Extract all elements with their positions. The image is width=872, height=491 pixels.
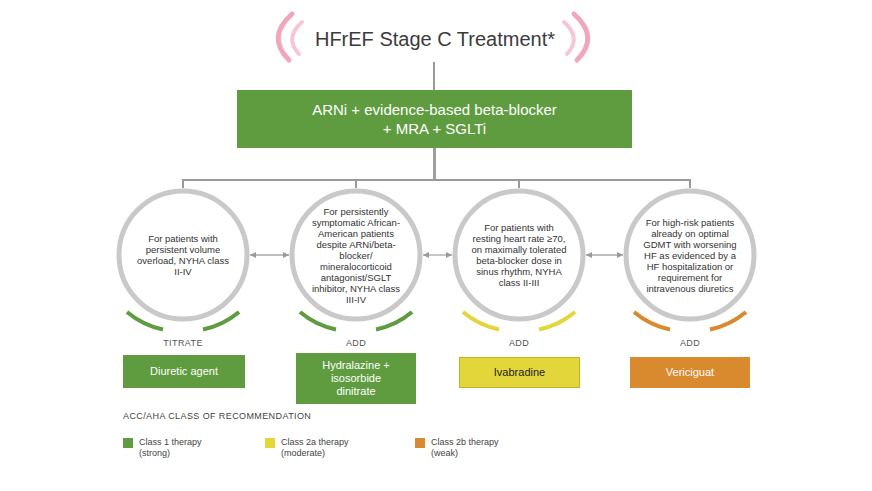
drug-box: Hydralazine + isosorbide dinitrate [296,353,416,404]
tree-connector [356,148,435,188]
node-text: For patients with resting heart rate ≥70… [470,222,568,288]
node-text: Hydralazine + isosorbide dinitrate [320,359,392,398]
tree-connector [435,148,520,188]
drug-box: Vericiguat [630,357,750,388]
circle-ring [119,191,247,319]
legend-swatch [265,438,275,448]
node-text: Ivabradine [465,366,575,379]
drug-box: Diuretic agent [123,355,245,388]
node-text-group: Hydralazine + isosorbide dinitrate [320,359,392,398]
tree-connector [435,148,691,188]
title-bracket [292,22,302,54]
circle-ring [292,191,420,319]
node-text-group: For persistently symptomatic African-Ame… [307,206,405,305]
legend-swatch [415,438,425,448]
node-text: For patients with persistent volume over… [135,233,231,277]
criteria-circle: For persistently symptomatic African-Ame… [289,188,423,322]
title-bracket [574,14,588,60]
action-label: TITRATE [163,338,203,349]
legend-text: Class 2a therapy (moderate) [281,437,363,459]
node-text-group: For high-risk patients already on optima… [640,217,740,294]
node-text-group: Diuretic agent [129,365,239,378]
action-label: ADD [346,338,366,349]
node-text: For persistently symptomatic African-Ame… [307,206,405,305]
legend-swatch [123,438,133,448]
node-text-group: For patients with resting heart rate ≥70… [470,222,568,288]
node-text-group: ARNi + evidence-based beta-blocker + MRA… [310,100,560,138]
node-text: Diuretic agent [129,365,239,378]
legend-heading: ACC/AHA CLASS OF RECOMMENDATION [123,411,311,422]
relation-arrow [423,254,452,255]
title-stem [433,62,435,90]
node-text: Vericiguat [635,366,745,379]
node-text-group: Ivabradine [465,366,575,379]
title-bracket [564,22,574,54]
drug-box: Ivabradine [459,357,580,388]
node-text: For high-risk patients already on optima… [640,217,740,294]
node-text-group: For patients with persistent volume over… [135,233,231,277]
legend-text: Class 1 therapy (strong) [139,437,221,459]
action-label: ADD [509,338,529,349]
node-text: ARNi + evidence-based beta-blocker + MRA… [310,100,560,138]
legend-text: Class 2b therapy (weak) [431,437,513,459]
title-bracket [278,14,292,60]
circle-ring [626,191,754,319]
criteria-circle: For high-risk patients already on optima… [623,188,757,322]
circle-ring [455,191,583,319]
therapy-box: ARNi + evidence-based beta-blocker + MRA… [237,90,632,148]
relation-arrow [250,254,289,255]
action-label: ADD [680,338,700,349]
criteria-circle: For patients with persistent volume over… [116,188,250,322]
criteria-circle: For patients with resting heart rate ≥70… [452,188,586,322]
relation-arrow [586,254,623,255]
tree-connector [183,148,435,188]
diagram-title: HFrEF Stage C Treatment* [0,27,870,51]
node-text-group: Vericiguat [635,366,745,379]
